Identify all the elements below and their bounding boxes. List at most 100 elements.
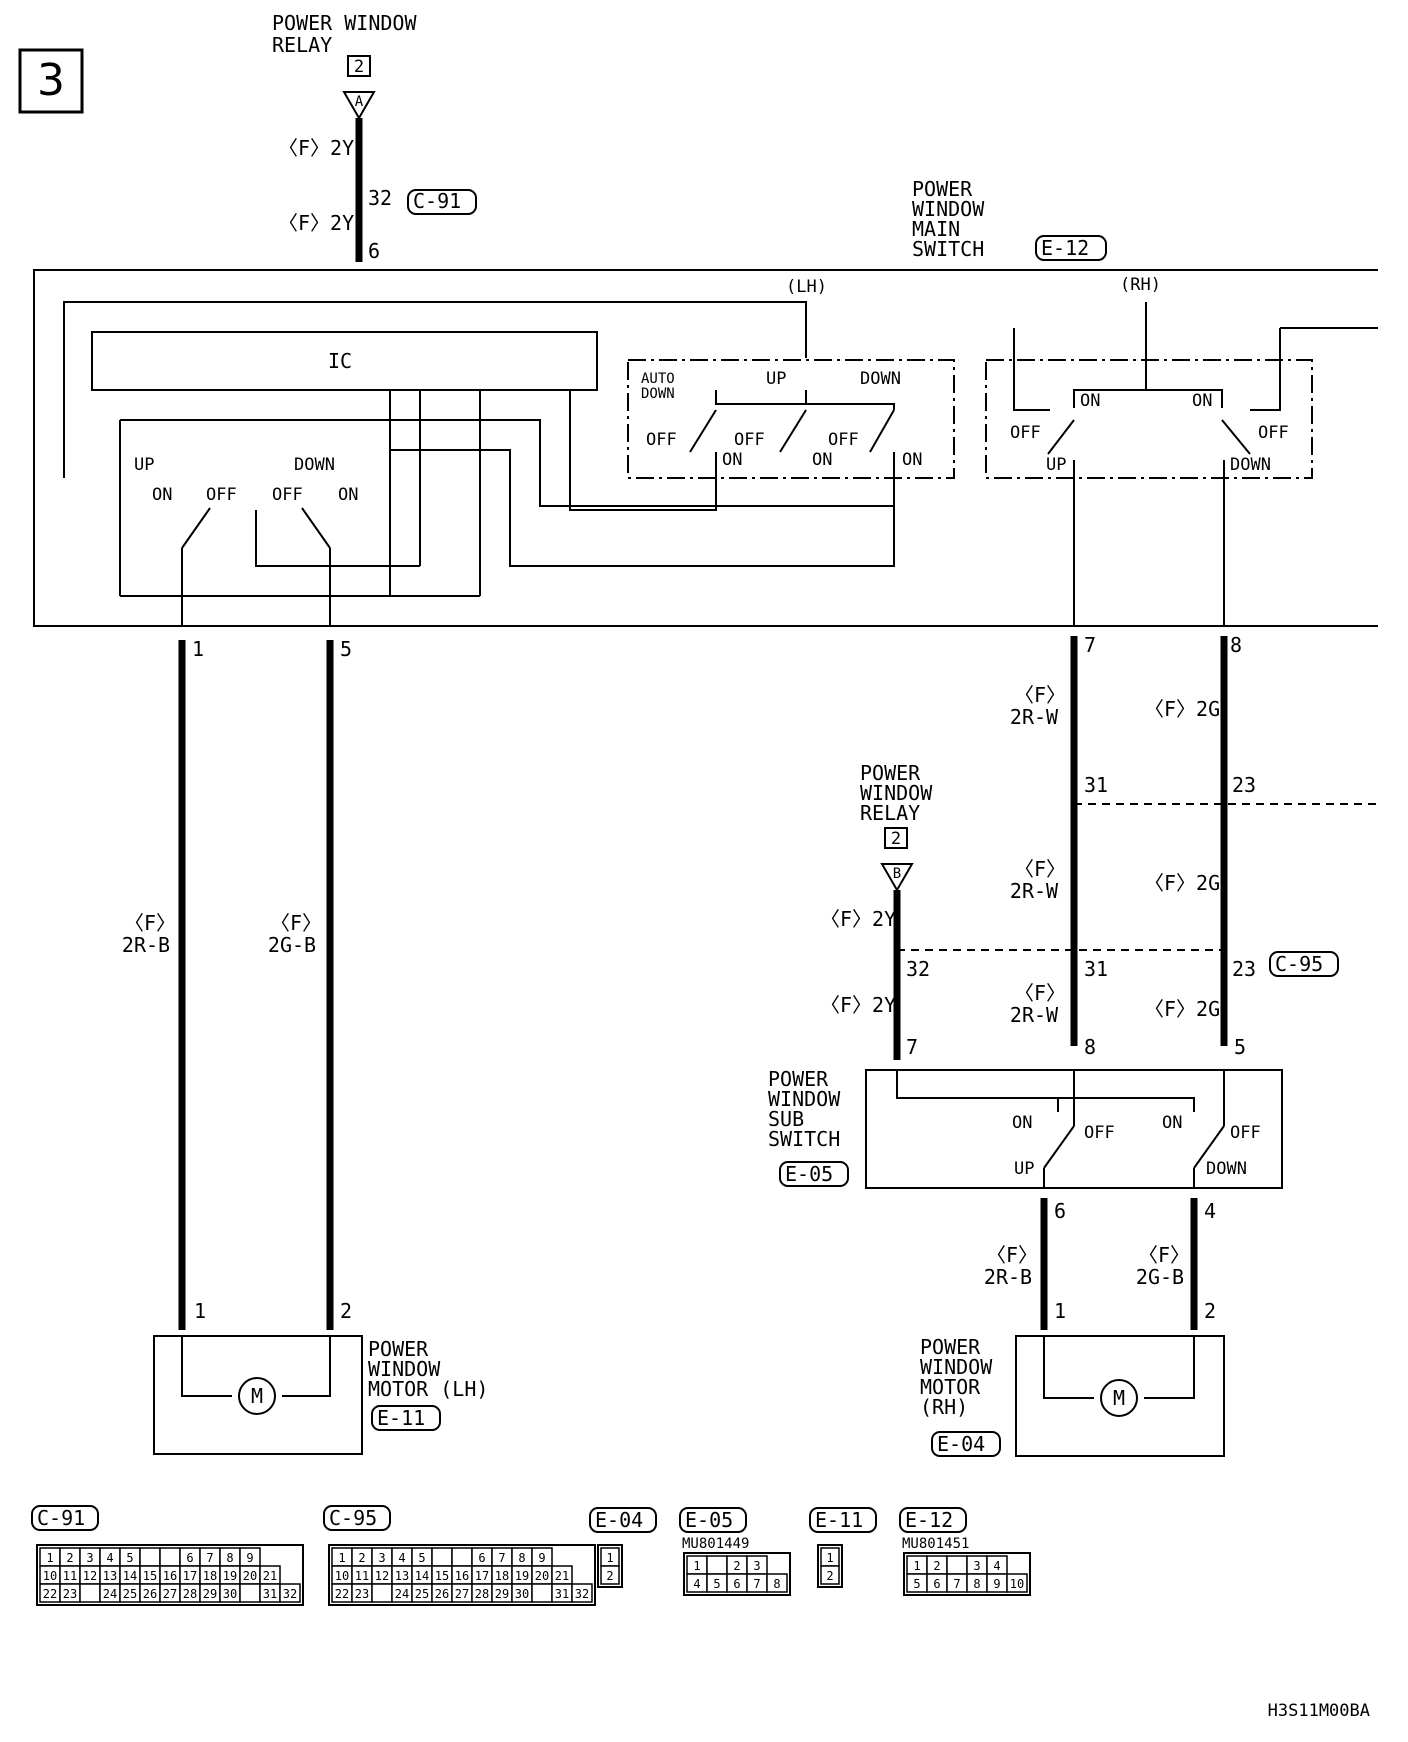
ic-block [91,331,598,391]
lh-wire-2: 2G-B [268,933,316,957]
lh-up: UP [766,369,786,389]
pin-1-main: 1 [192,637,204,661]
rh-wire-a-f: 〈F〉 [1014,683,1066,707]
legend-c95-pin: 18 [495,1569,509,1583]
pin-6-sub: 6 [1054,1199,1066,1223]
legend-c91-pin: 20 [243,1569,257,1583]
mid-wire-b: 〈F〉2Y [820,993,896,1017]
motor-rh-icon [1100,1379,1138,1417]
motor-rh-label-2: WINDOW [920,1355,993,1379]
legend-c95-pin: 24 [395,1587,409,1601]
legend-c95-outline [328,1544,596,1606]
legend-c91-pin: 3 [86,1551,93,1565]
legend-c95-pin: 20 [535,1569,549,1583]
legend-c95-pin: 10 [335,1569,349,1583]
motor-lh-connector: E-11 [377,1406,425,1430]
legend-e12-pin: 5 [913,1577,920,1591]
legend-e04-cell [600,1565,620,1585]
legend-c95-pin: 1 [338,1551,345,1565]
legend-e12-cell [946,1555,968,1575]
rh-motor-wire-2: 2G-B [1136,1265,1184,1289]
legend-c91-pin: 30 [223,1587,237,1601]
rh-off-2: OFF [1258,423,1289,443]
legend-c95-pin: 32 [575,1587,589,1601]
legend-e11-outline [817,1544,843,1588]
rh-wire-e: 2R-W [1010,1003,1059,1027]
legend-c91-pin: 27 [163,1587,177,1601]
rh-label: (RH) [1120,275,1161,295]
rh-wire-e-f: 〈F〉 [1014,981,1066,1005]
legend-c91-pin: 32 [283,1587,297,1601]
rh-motor-wire-1-f: 〈F〉 [986,1243,1038,1267]
lh-wire-1-f: 〈F〉 [124,911,176,935]
legend-c91-pin: 15 [143,1569,157,1583]
legend-e05-pin: 2 [733,1559,740,1573]
legend-e11-cell [820,1565,840,1585]
rh-down: DOWN [1230,455,1271,475]
legend-c95-pin: 31 [555,1587,569,1601]
legend-c91-pin: 9 [246,1551,253,1565]
main-switch-box [33,269,1378,627]
legend-c95-pin: 28 [475,1587,489,1601]
connector-label-c91-top: C-91 [413,189,461,213]
legend-c95-pin: 27 [455,1587,469,1601]
main-down: DOWN [294,455,335,475]
legend-c91-pin: 22 [43,1587,57,1601]
connector-label-c95-mid: C-95 [1275,952,1323,976]
rh-on-2: ON [1192,391,1212,411]
rh-motor-wire-2-f: 〈F〉 [1138,1243,1190,1267]
legend-c95-pin: 12 [375,1569,389,1583]
sub-switch-label-2: WINDOW [768,1087,841,1111]
legend-c95-pin: 26 [435,1587,449,1601]
legend-c91-pin: 11 [63,1569,77,1583]
legend-c95-pin: 22 [335,1587,349,1601]
motor-rh-box [1015,1335,1225,1457]
legend-e12-pin: 6 [933,1577,940,1591]
legend-c95-cell [531,1583,553,1603]
pin-1-lh-motor: 1 [194,1299,206,1323]
motor-lh-symbol: M [251,1384,263,1408]
legend-e12-part: MU801451 [902,1536,969,1552]
relay-mid-conn: B [893,866,901,882]
legend-c91-pin: 12 [83,1569,97,1583]
auto-down-1: AUTO [641,371,675,387]
page-number-box [18,48,84,114]
legend-c91-outline [36,1544,304,1606]
legend-c91-pin: 1 [46,1551,53,1565]
relay-top-label-1: POWER WINDOW [272,11,417,35]
legend-c95-pin: 15 [435,1569,449,1583]
legend-e12-outline [903,1552,1031,1596]
sub-switch-connector: E-05 [785,1162,833,1186]
motor-lh-box [153,1335,363,1455]
legend-c91-pin: 8 [226,1551,233,1565]
legend-e05-cell [706,1555,728,1575]
rh-switch-group [985,359,1313,479]
relay-top-num-box [347,55,371,77]
legend-e04: E-04 12 [589,1507,657,1588]
legend-c91-pin: 16 [163,1569,177,1583]
legend-c91-pin: 6 [186,1551,193,1565]
legend-e05-part: MU801449 [682,1536,749,1552]
legend-e05-pin: 3 [753,1559,760,1573]
main-switch-connector: E-12 [1041,236,1089,260]
sub-up: UP [1014,1159,1034,1179]
rh-wire-f: 〈F〉2G [1144,997,1220,1021]
legend-c95-pin: 8 [518,1551,525,1565]
main-switch-label-4: SWITCH [912,237,984,261]
lh-wire-1: 2R-B [122,933,170,957]
legend-c91-pin: 14 [123,1569,137,1583]
pin-31-a: 31 [1084,773,1108,797]
legend-c91-pin: 31 [263,1587,277,1601]
relay-mid-label-1: POWER [860,761,921,785]
legend-c95-cell [571,1583,593,1603]
rh-off-1: OFF [1010,423,1041,443]
legend-e04-title: E-04 [595,1508,643,1532]
legend-e05-pin: 8 [773,1577,780,1591]
main-off-2: OFF [272,485,303,505]
legend-e12-pin: 7 [953,1577,960,1591]
legend-c95-cell [431,1547,453,1567]
relay-mid-label-2: WINDOW [860,781,933,805]
